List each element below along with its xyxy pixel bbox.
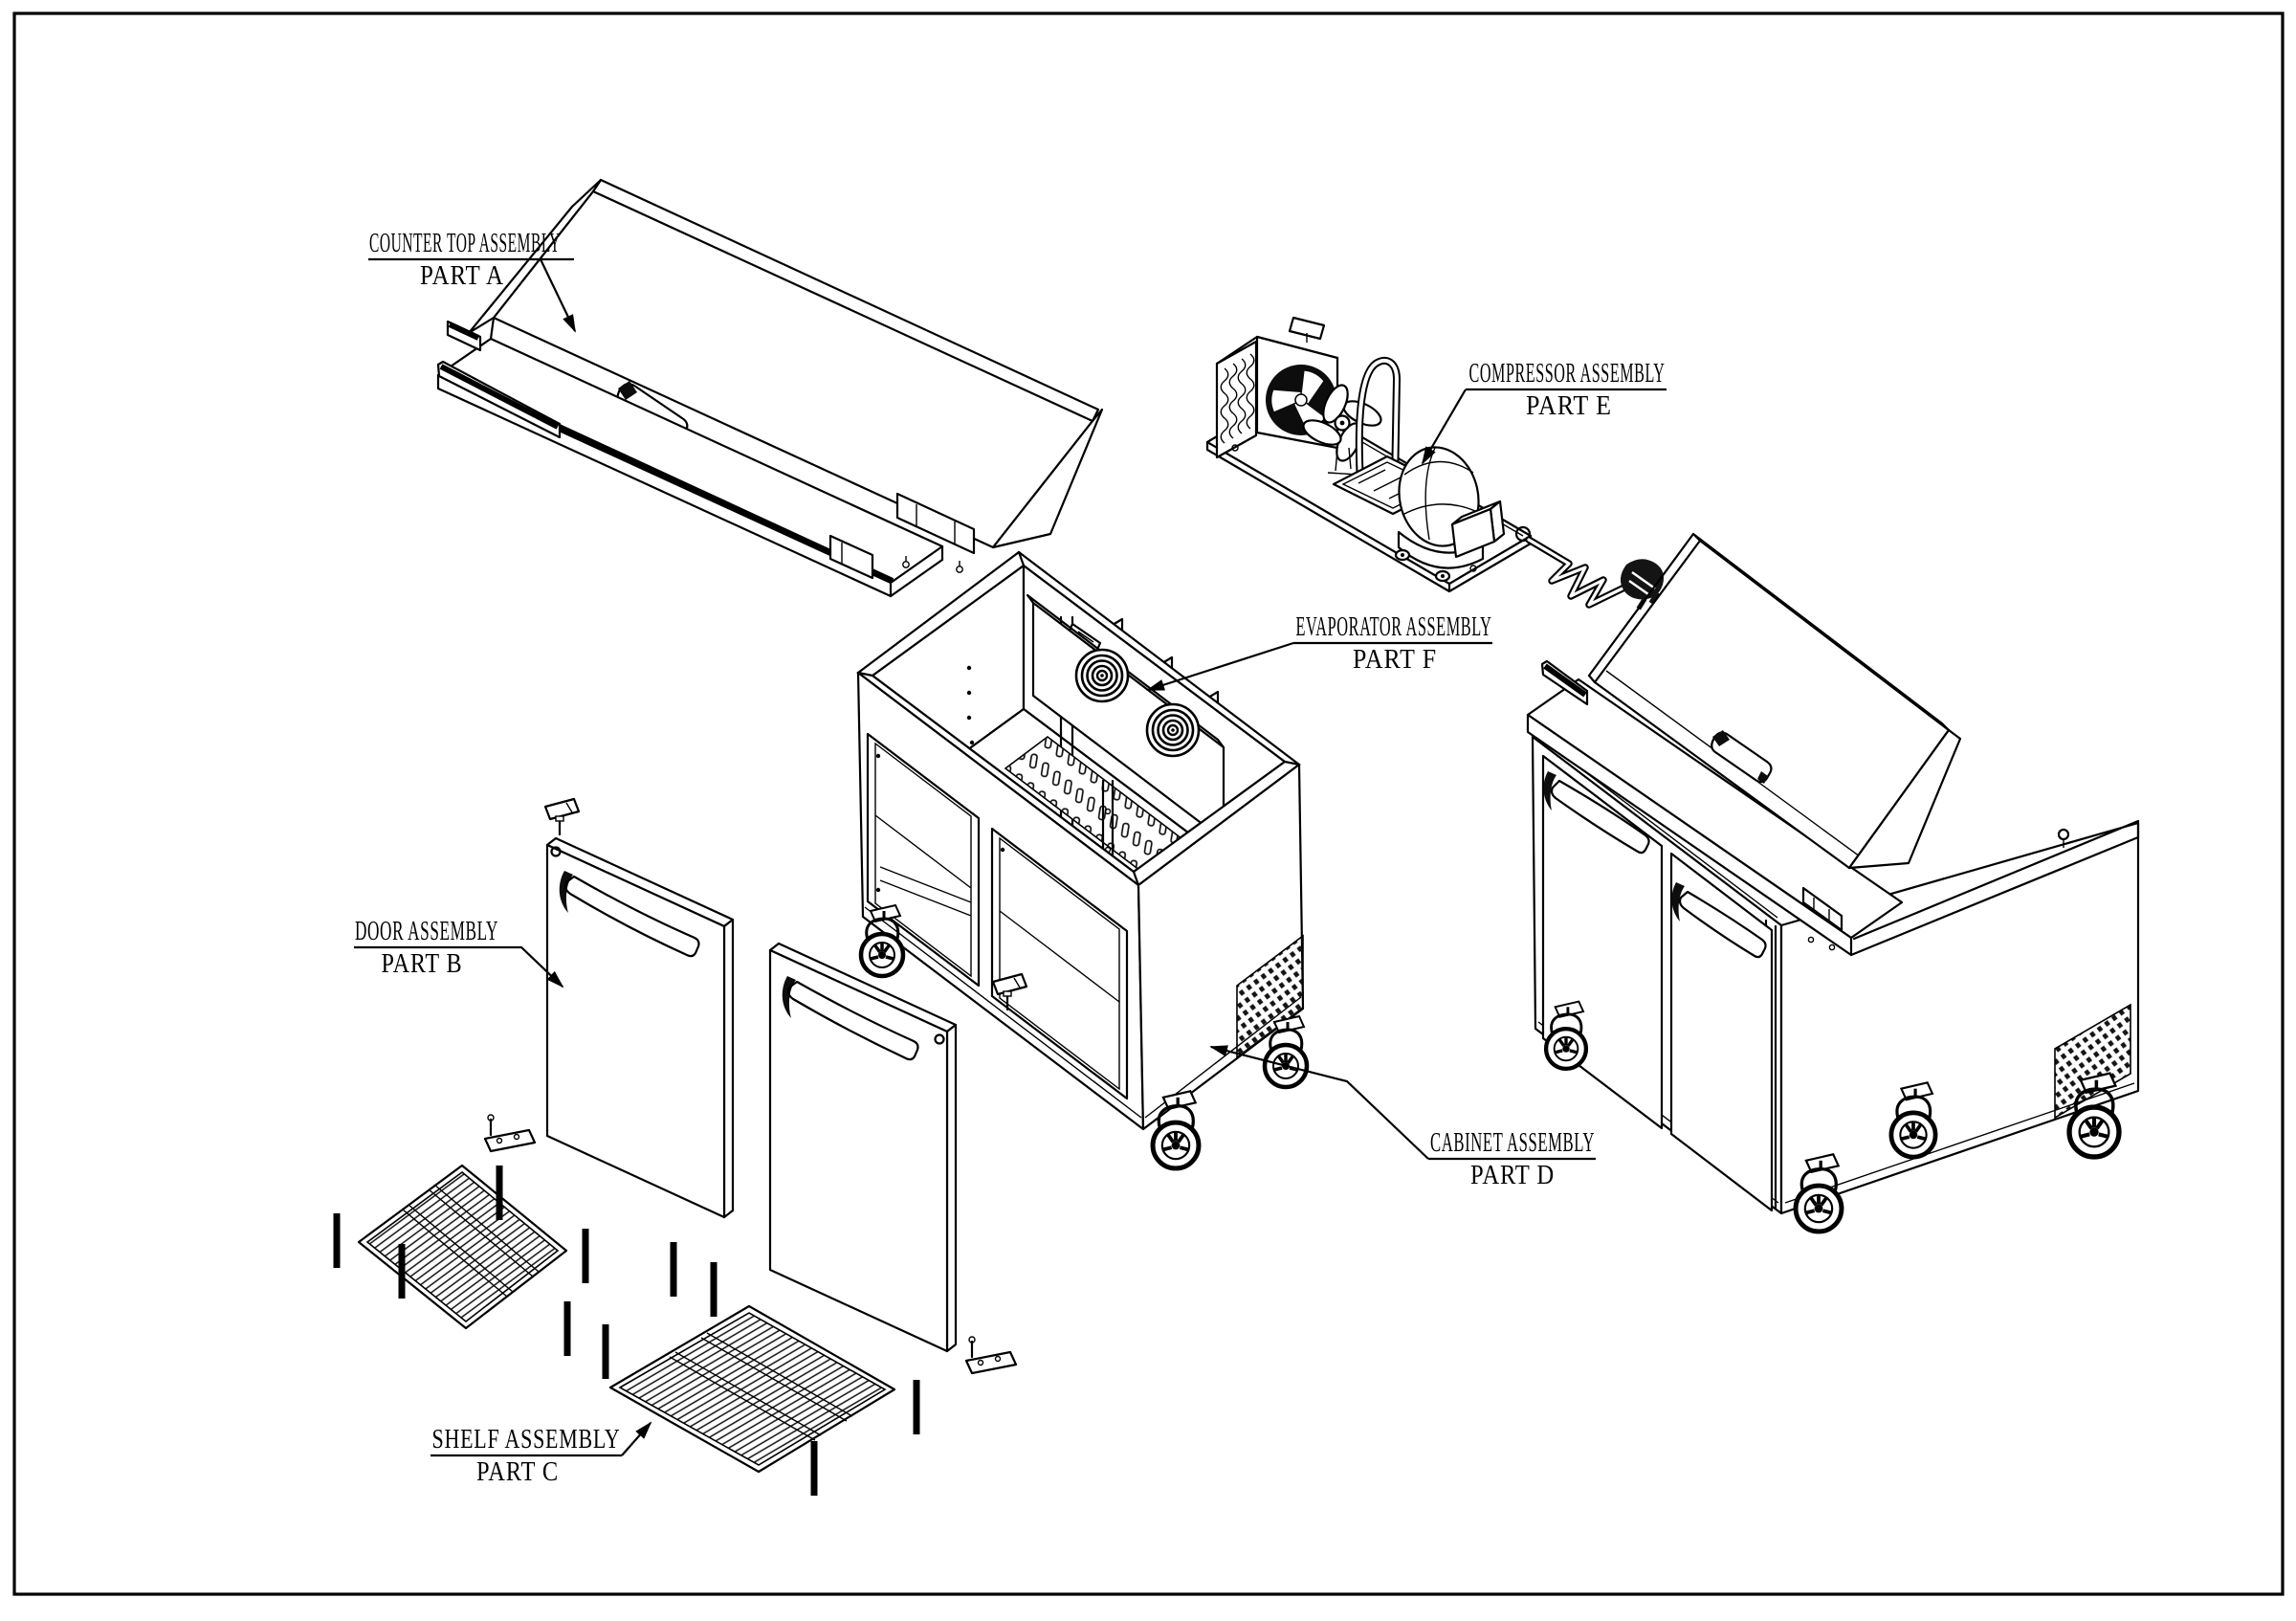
counter-top-assembly-drawing [436, 178, 1104, 598]
unit-rail-bracket [1801, 886, 1843, 951]
label-door-title: DOOR ASSEMBLY [355, 917, 498, 946]
label-evaporator-part: PART F [1353, 645, 1437, 675]
door-handle-1 [559, 871, 573, 913]
counter-clip [446, 320, 482, 352]
unit-condiment-rail [1540, 659, 1589, 706]
label-cabinet-part: PART D [1470, 1161, 1555, 1190]
evaporator-fan-coil-1 [1074, 648, 1130, 703]
evaporator-fan-coil-2 [1145, 702, 1201, 758]
unit-counter-top [1526, 532, 2140, 957]
wire-shelf-1 [357, 1164, 568, 1330]
label-shelf: SHELF ASSEMBLY PART C [430, 1421, 652, 1487]
condenser-bracket [1288, 316, 1326, 341]
lid-left-end-cap [467, 178, 603, 335]
assembled-unit-drawing [1526, 532, 2140, 1232]
label-compressor-title: COMPRESSOR ASSEMBLY [1469, 359, 1666, 389]
leader-line-evaporator [1146, 641, 1294, 692]
door-top-hinge-2 [991, 972, 1028, 1011]
vent-grille [1236, 934, 1304, 1059]
door-bottom-hinge-2 [964, 1336, 1018, 1375]
label-counter-top-part: PART A [420, 261, 504, 291]
label-compressor: COMPRESSOR ASSEMBLY PART E [1421, 359, 1667, 465]
label-counter-top-title: COUNTER TOP ASSEMBLY [369, 229, 561, 258]
unit-lid-handle [1711, 730, 1773, 784]
counter-mount-brackets [828, 492, 976, 580]
power-cord [1514, 525, 1634, 609]
leader-line-cabinet [1209, 1045, 1429, 1160]
unit-door-2 [1669, 852, 1774, 1212]
lid-right-end-cap [991, 408, 1104, 549]
wire-shelf-2 [608, 1304, 896, 1474]
door-handle-2 [782, 976, 796, 1018]
label-evaporator-title: EVAPORATOR ASSEMBLY [1296, 612, 1492, 642]
door-bottom-hinge-1 [483, 1114, 537, 1153]
label-door: DOOR ASSEMBLY PART B [354, 917, 564, 988]
label-cabinet-title: CABINET ASSEMBLY [1430, 1128, 1595, 1158]
cabinet-assembly-drawing [856, 550, 1307, 1168]
leader-line-compressor [1421, 389, 1467, 465]
callout-labels: COUNTER TOP ASSEMBLY PART A COMPRESSOR A… [354, 229, 1667, 1487]
door-panel-1 [545, 836, 735, 1219]
leader-line-shelf [621, 1421, 652, 1456]
counter-left-rail [436, 360, 562, 439]
unit-lid-latch [2057, 828, 2070, 841]
terminal-box [1450, 500, 1506, 559]
shelf-clips [333, 1166, 920, 1496]
label-counter-top: COUNTER TOP ASSEMBLY PART A [368, 229, 576, 333]
leader-line-counter-top [540, 258, 576, 333]
label-shelf-title: SHELF ASSEMBLY [432, 1425, 621, 1454]
label-evaporator: EVAPORATOR ASSEMBLY PART F [1146, 612, 1492, 692]
leader-line-door [499, 945, 564, 988]
label-door-part: PART B [382, 949, 463, 979]
unit-vent-grille [2054, 1003, 2131, 1120]
refrigerant-tube [1355, 356, 1402, 490]
door-top-hinge-1 [543, 797, 581, 836]
door-panel-2 [768, 942, 958, 1353]
label-cabinet: CABINET ASSEMBLY PART D [1209, 1045, 1596, 1190]
door-opening-left [866, 732, 981, 988]
door-assembly-drawing [483, 797, 1028, 1375]
shelf-assembly-drawing [333, 1164, 920, 1496]
drawing-border [12, 11, 2285, 1596]
label-shelf-part: PART C [476, 1457, 559, 1487]
condenser-fan [1266, 365, 1336, 435]
label-compressor-part: PART E [1526, 391, 1612, 421]
